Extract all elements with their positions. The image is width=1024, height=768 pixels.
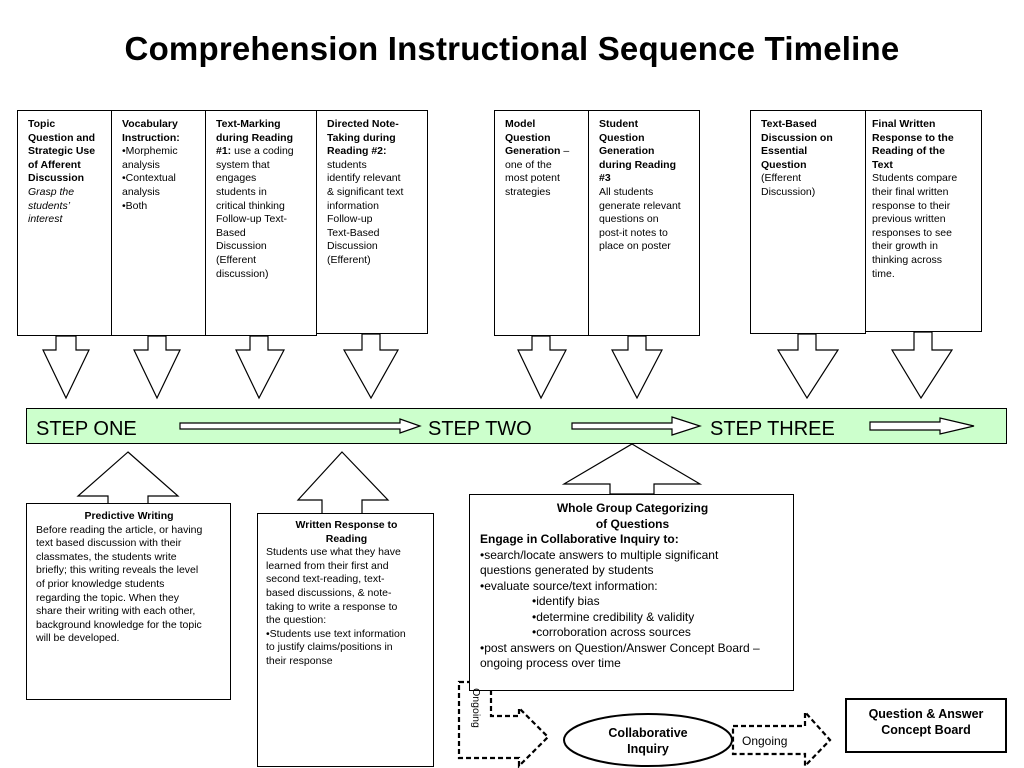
collaborative-inquiry-ellipse: [563, 713, 733, 767]
right-arrow-1: [179, 418, 422, 434]
text-marking-box: Text-Marking during Reading #1: use a co…: [205, 110, 317, 336]
ongoing-left-label: Ongoing: [470, 688, 482, 728]
whole-group-categorizing-box: Whole Group Categorizing of Questions En…: [469, 494, 794, 691]
page-title: Comprehension Instructional Sequence Tim…: [124, 30, 900, 67]
down-arrow-2: [133, 335, 181, 400]
step-three-label: STEP THREE: [710, 418, 835, 440]
step-one-label: STEP ONE: [36, 418, 137, 440]
whole-group-heading-1: Whole Group Categorizing: [556, 501, 709, 515]
predictive-writing-box: Predictive Writing Before reading the ar…: [26, 503, 231, 700]
written-response-heading-2: Reading: [325, 532, 368, 545]
predictive-writing-heading: Predictive Writing: [84, 510, 174, 522]
right-arrow-2: [571, 416, 702, 436]
down-arrow-3: [235, 335, 285, 400]
down-arrow-5: [517, 335, 567, 400]
ongoing-left-arrow: [457, 680, 550, 768]
down-arrow-7: [776, 333, 840, 400]
student-question-generation-box: Student Question Generation during Readi…: [588, 110, 700, 336]
topic-question-box: Topic Question and Strategic Use of Affe…: [17, 110, 112, 336]
model-question-generation-box: Model Question Generation – one of the m…: [494, 110, 590, 336]
down-arrow-6: [611, 335, 663, 400]
step-two-label: STEP TWO: [428, 418, 532, 440]
whole-group-heading-2: of Questions: [595, 516, 670, 531]
right-arrow-3: [869, 417, 975, 435]
whole-group-subheading: Engage in Collaborative Inquiry to:: [480, 532, 679, 546]
concept-board-box: Question & Answer Concept Board: [845, 698, 1007, 753]
collaborative-inquiry-label: Collaborative Inquiry: [608, 726, 688, 756]
ongoing-right-label: Ongoing: [742, 734, 788, 748]
written-response-box: Written Response to Reading Students use…: [257, 513, 434, 767]
down-arrow-8: [890, 331, 954, 400]
up-arrow-2: [296, 451, 390, 515]
written-response-heading-1: Written Response to: [295, 519, 398, 531]
up-arrow-3: [561, 443, 703, 495]
ongoing-right-arrow: [731, 709, 832, 768]
down-arrow-4: [342, 333, 400, 400]
down-arrow-1: [42, 335, 90, 400]
directed-note-taking-box: Directed Note- Taking during Reading #2:…: [316, 110, 428, 334]
up-arrow-1: [76, 451, 180, 505]
